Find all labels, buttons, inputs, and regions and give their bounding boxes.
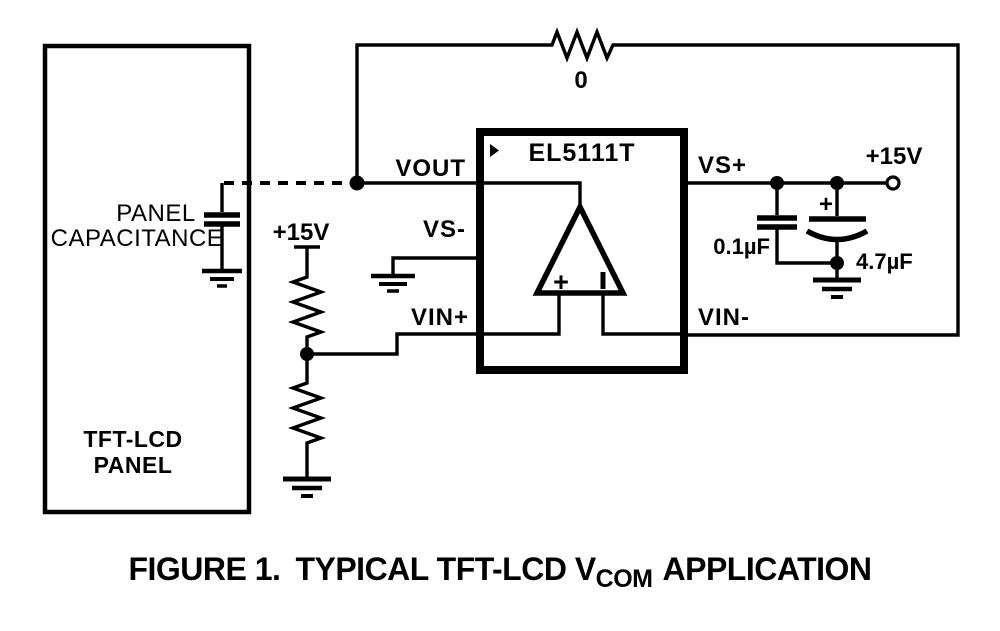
tft-lcd-panel-box (42, 43, 252, 515)
opamp-inverting-stem (601, 293, 687, 336)
ground-icon (813, 277, 861, 299)
panel-name-line1: TFT-LCD (83, 426, 182, 452)
supply-label-right: +15V (866, 143, 923, 170)
supply-label-left: +15V (273, 219, 330, 246)
caption-suffix: APPLICATION (662, 551, 873, 587)
ground-icon (283, 476, 331, 498)
vout-node-dot (349, 175, 365, 191)
opamp-output-wire (484, 181, 582, 207)
ground-icon (202, 268, 242, 288)
feedback-resistor-value: 0 (574, 67, 587, 94)
pin-label-vs-minus: VS- (423, 216, 466, 243)
panel-capacitance-label-line2: CAPACITANCE (51, 225, 224, 252)
pin-label-vin-plus: VIN+ (411, 304, 469, 331)
supply-terminal-icon (885, 175, 901, 191)
opamp-plus-sign: + (553, 267, 569, 297)
bulk-cap-value: 4.7µF (856, 249, 913, 274)
bulk-cap-plate-curved (805, 228, 869, 243)
panel-capacitance-label-line1: PANEL (116, 200, 195, 227)
panel-name-line2: PANEL (94, 452, 173, 478)
vin-plus-wire (307, 332, 484, 356)
figure-caption: FIGURE 1. TYPICAL TFT-LCD VCOM APPLICATION (0, 551, 1000, 593)
voltage-divider-resistors (287, 247, 327, 477)
caption-subscript: COM (595, 565, 653, 593)
caption-title: TYPICAL TFT-LCD V (295, 551, 596, 587)
ic-part-number: EL5111T (528, 139, 635, 167)
opamp-noninverting-stem (484, 293, 561, 336)
opamp-triangle (532, 200, 628, 296)
pin-label-vs-plus: VS+ (698, 152, 747, 179)
ic-box (476, 128, 688, 374)
junction-dot (830, 256, 844, 270)
pin-label-vout: VOUT (395, 155, 466, 182)
ground-icon (371, 273, 415, 293)
vs-minus-wire (391, 256, 484, 274)
feedback-loop-wire (355, 27, 960, 337)
bulk-cap-plus-sign: + (819, 191, 833, 218)
bypass-cap-value: 0.1µF (713, 234, 770, 259)
divider-tap-junction (300, 347, 314, 361)
figure-number: FIGURE 1. (128, 551, 281, 587)
bypass-cap-lead-bottom (775, 229, 837, 265)
pin1-marker-icon (490, 144, 499, 157)
pin-label-vin-minus: VIN- (698, 304, 750, 331)
